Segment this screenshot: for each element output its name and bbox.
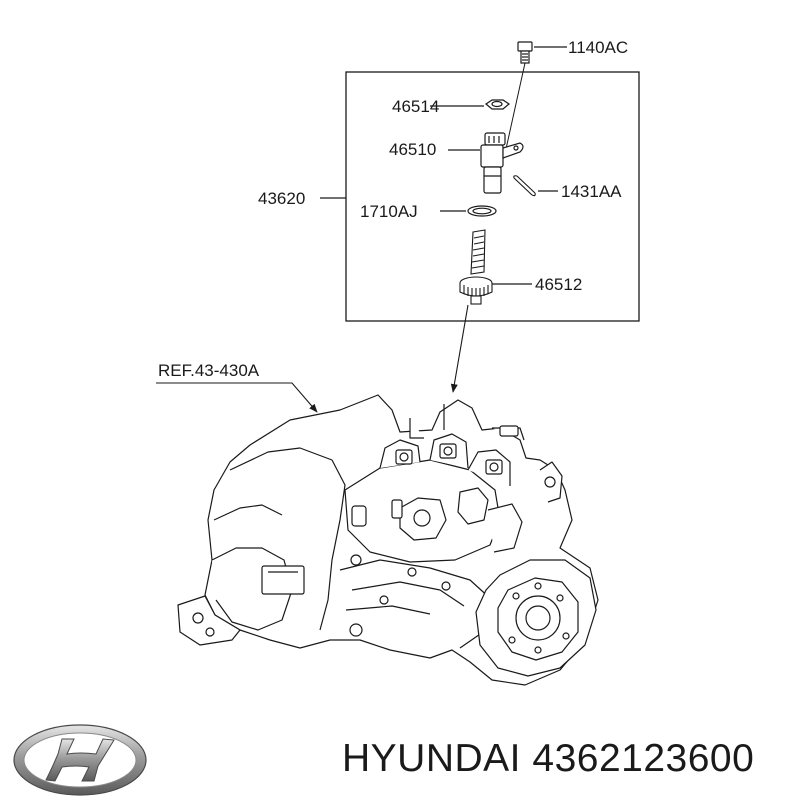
part-number: 4362123600 [532,737,755,780]
part-label-bolt: 1140AC [568,38,628,57]
o-ring-part [467,205,497,217]
brand-part-number-line: HYUNDAI 4362123600 [342,737,754,781]
assembly-box [345,71,640,322]
assembly-leader-line [450,304,469,393]
part-label-driven-gear: 46512 [535,275,582,294]
hyundai-logo-icon [13,724,147,796]
part-label-o-ring: 1710AJ [360,202,418,221]
assembly-label: 43620 [258,189,305,208]
transmission-illustration [177,394,599,686]
pin-part [513,175,536,197]
nut-part [484,99,511,110]
reference-label: REF.43-430A [158,361,260,380]
driven-gear-part [459,229,493,305]
reference-leader-line [156,382,318,413]
speed-sensor-part [480,132,524,194]
part-label-pin: 1431AA [561,182,622,201]
part-label-speed-sensor: 46510 [389,140,436,159]
bolt-part [517,41,533,64]
part-label-nut: 46514 [392,97,439,116]
brand-name: HYUNDAI [342,737,522,780]
